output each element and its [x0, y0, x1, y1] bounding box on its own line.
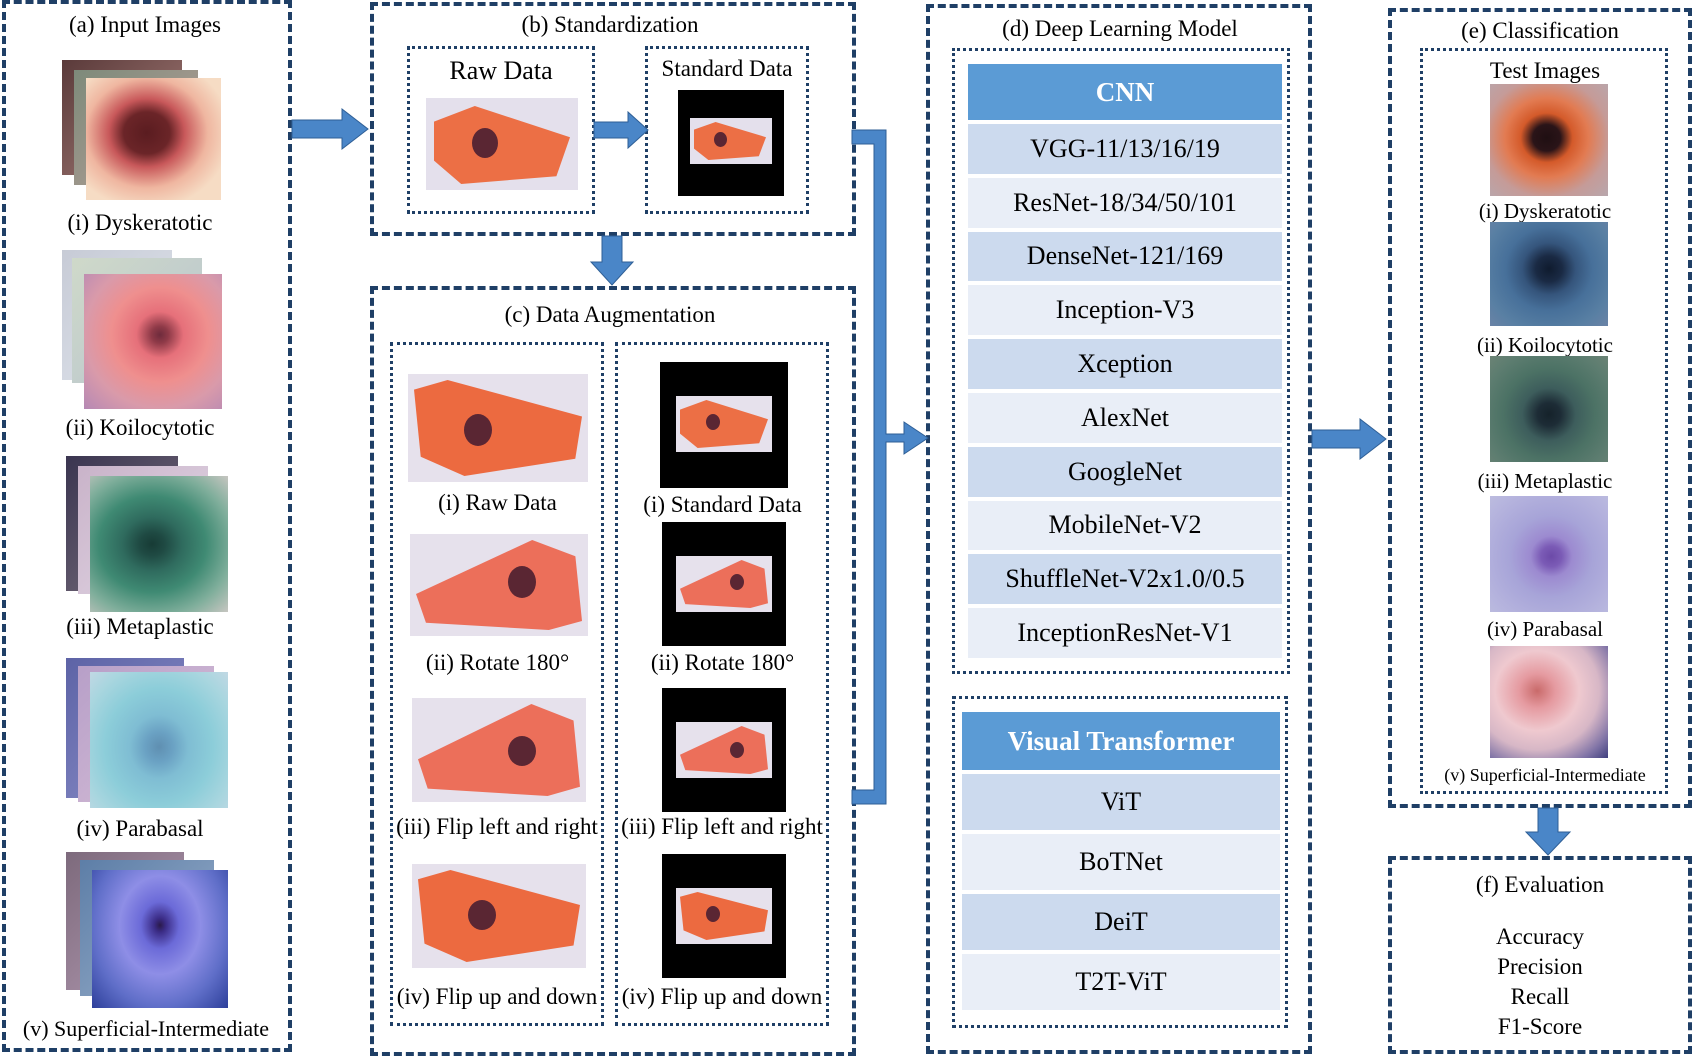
cnn-model-row: GoogleNet	[968, 446, 1282, 497]
aug-standard-fliplr-label: (iii) Flip left and right	[621, 814, 823, 839]
standard-data-image	[678, 90, 784, 196]
arrow-classification-to-evaluation	[1524, 807, 1572, 856]
input-label-dyskeratotic: (i) Dyskeratotic	[67, 210, 213, 235]
test-label-superficial-intermediate: (v) Superficial-Intermediate	[1444, 765, 1646, 785]
test-image-metaplastic	[1490, 356, 1608, 462]
panel-evaluation	[1388, 856, 1692, 1054]
aug-standard-rotate-image	[662, 522, 786, 646]
aug-standard-image	[660, 362, 788, 488]
aug-raw-fliplr-image	[412, 698, 586, 802]
panel-e-title: (e) Classification	[1461, 18, 1619, 43]
panel-d-title: (d) Deep Learning Model	[1002, 16, 1238, 41]
test-image-parabasal	[1490, 496, 1608, 612]
aug-raw-flipud-image	[412, 864, 586, 968]
visual-transformer-header: Visual Transformer	[962, 712, 1280, 770]
cnn-model-row: VGG-11/13/16/19	[968, 124, 1282, 174]
test-label-dyskeratotic: (i) Dyskeratotic	[1478, 199, 1612, 223]
test-label-koilocytotic: (ii) Koilocytotic	[1477, 333, 1613, 357]
arrow-data-to-model	[851, 129, 929, 805]
standard-data-label: Standard Data	[661, 56, 793, 81]
aug-raw-label: (i) Raw Data	[438, 490, 557, 515]
augmentation-raw-column	[390, 342, 604, 1026]
test-images-label: Test Images	[1489, 58, 1601, 83]
input-label-parabasal: (iv) Parabasal	[76, 816, 204, 841]
cnn-model-row: AlexNet	[968, 393, 1282, 443]
cnn-model-row: ResNet-18/34/50/101	[968, 177, 1282, 228]
metric-recall: Recall	[1510, 984, 1570, 1009]
input-label-koilocytotic: (ii) Koilocytotic	[65, 415, 215, 440]
metric-f1-score: F1-Score	[1497, 1014, 1583, 1039]
panel-data-augmentation	[370, 286, 856, 1056]
metric-precision: Precision	[1497, 954, 1583, 979]
metric-accuracy: Accuracy	[1495, 924, 1585, 949]
arrow-input-to-standardization	[291, 107, 369, 151]
aug-standard-fliplr-image	[662, 688, 786, 812]
raw-data-image	[426, 98, 578, 190]
test-images-box	[1420, 48, 1668, 794]
aug-standard-flipud-label: (iv) Flip up and down	[621, 984, 823, 1009]
arrow-standardization-to-augmentation	[589, 235, 635, 286]
cnn-header: CNN	[968, 64, 1282, 120]
test-label-parabasal: (iv) Parabasal	[1486, 617, 1604, 641]
panel-standardization	[370, 2, 856, 236]
panel-deep-learning-model	[926, 4, 1312, 1054]
aug-standard-flipud-image	[662, 854, 786, 978]
visual-transformer-box	[952, 696, 1288, 1028]
aug-standard-rotate-label: (ii) Rotate 180°	[650, 650, 795, 675]
raw-data-label: Raw Data	[449, 56, 553, 85]
visual-transformer-model-row: T2T-ViT	[962, 954, 1280, 1010]
visual-transformer-model-row: BoTNet	[962, 834, 1280, 890]
aug-raw-flipud-label: (iv) Flip up and down	[396, 984, 598, 1009]
panel-input-images	[2, 0, 292, 1052]
cnn-box	[952, 48, 1290, 674]
cnn-model-row: InceptionResNet-V1	[968, 608, 1282, 658]
aug-raw-fliplr-label: (iii) Flip left and right	[396, 814, 598, 839]
test-image-dyskeratotic	[1490, 84, 1608, 196]
visual-transformer-model-row: ViT	[962, 774, 1280, 830]
panel-f-title: (f) Evaluation	[1475, 872, 1605, 897]
arrow-raw-to-standard	[593, 110, 649, 150]
visual-transformer-model-row: DeiT	[962, 894, 1280, 950]
augmentation-standard-column	[615, 342, 829, 1026]
aug-raw-rotate-label: (ii) Rotate 180°	[425, 650, 570, 675]
test-image-superficial-intermediate	[1490, 646, 1608, 758]
cnn-model-row: Xception	[968, 339, 1282, 389]
aug-raw-image	[408, 374, 588, 482]
test-image-koilocytotic	[1490, 222, 1608, 326]
aug-standard-label: (i) Standard Data	[643, 492, 802, 517]
panel-classification	[1388, 8, 1692, 808]
panel-b-title: (b) Standardization	[521, 12, 699, 37]
input-label-metaplastic: (iii) Metaplastic	[66, 614, 214, 639]
cnn-model-row: ShuffleNet-V2x1.0/0.5	[968, 554, 1282, 605]
panel-a-title: (a) Input Images	[69, 12, 221, 37]
arrow-model-to-classification	[1311, 417, 1387, 461]
cnn-model-row: Inception-V3	[968, 285, 1282, 336]
test-label-metaplastic: (iii) Metaplastic	[1477, 469, 1613, 493]
input-label-superficial-intermediate: (v) Superficial-Intermediate	[22, 1016, 270, 1041]
panel-c-title: (c) Data Augmentation	[504, 302, 716, 327]
cnn-model-row: MobileNet-V2	[968, 500, 1282, 551]
aug-raw-rotate-image	[410, 534, 588, 636]
cnn-model-row: DenseNet-121/169	[968, 231, 1282, 282]
